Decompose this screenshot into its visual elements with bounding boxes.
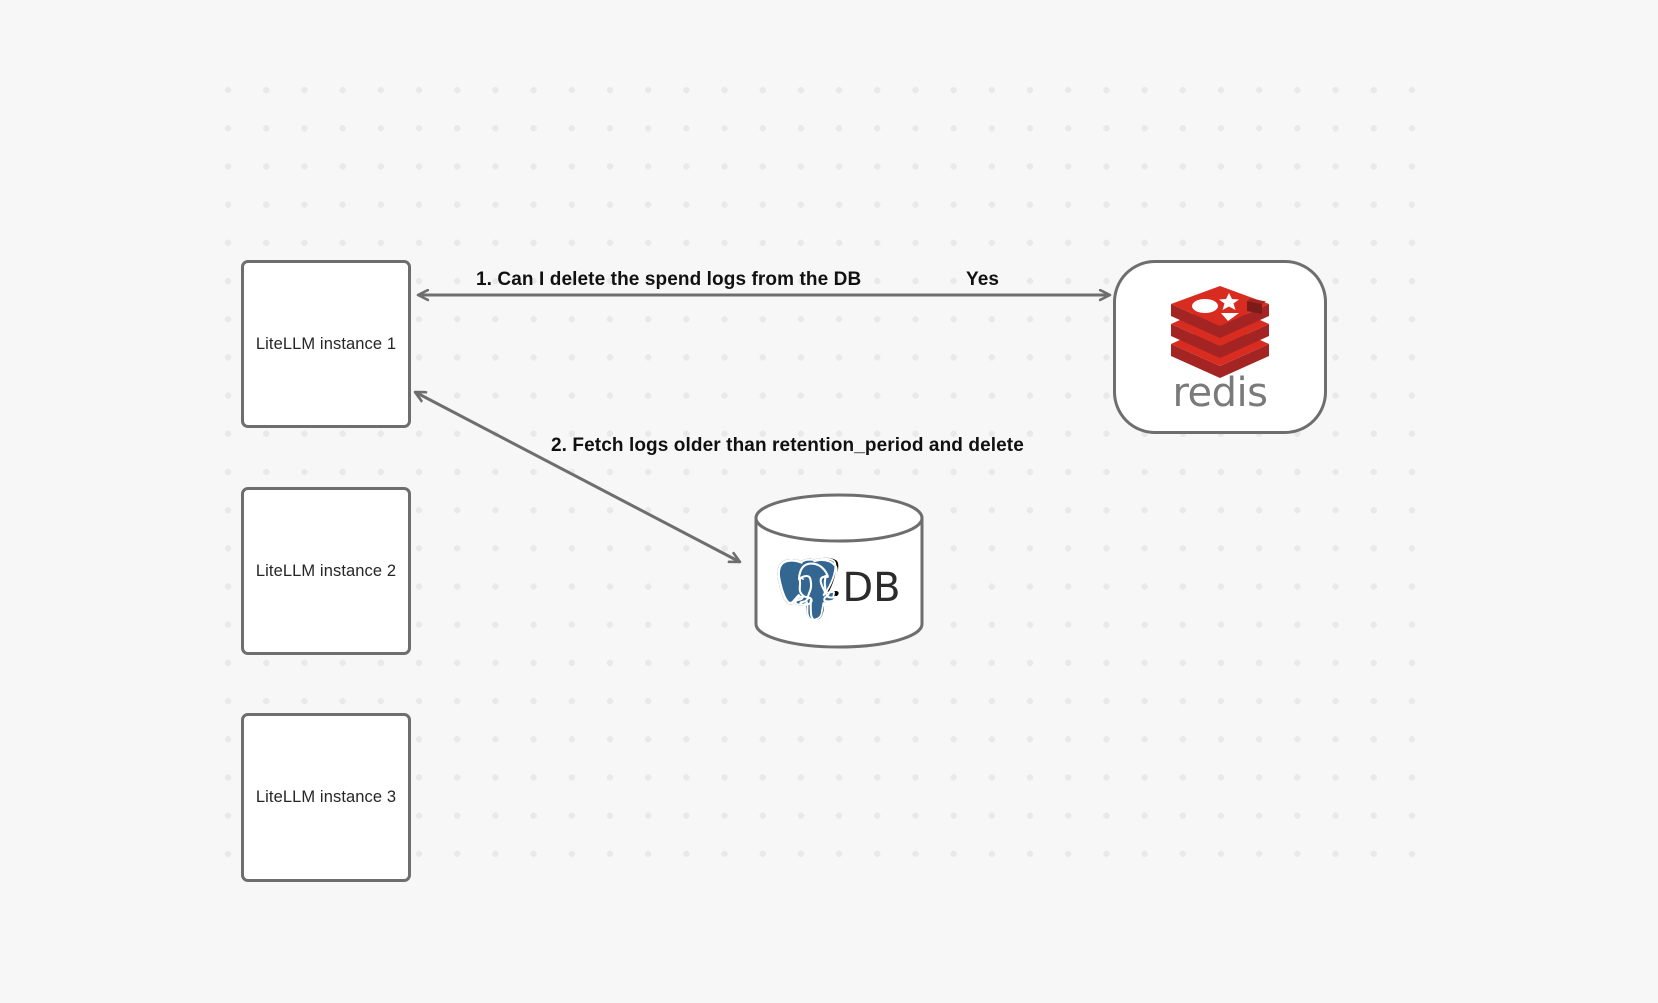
node-redis[interactable]: redis xyxy=(1113,260,1327,434)
redis-logo-icon xyxy=(1171,286,1269,378)
node-label-instance-2: LiteLLM instance 2 xyxy=(255,561,397,580)
edge-label-step-1-reply: Yes xyxy=(966,269,1000,290)
database-label: DB xyxy=(842,565,901,611)
node-litellm-instance-2[interactable]: LiteLLM instance 2 xyxy=(241,487,411,655)
edge-label-step-2: 2. Fetch logs older than retention_perio… xyxy=(551,435,1024,456)
redis-wordmark: redis xyxy=(1172,370,1268,416)
node-litellm-instance-3[interactable]: LiteLLM instance 3 xyxy=(241,713,411,882)
node-litellm-instance-1[interactable]: LiteLLM instance 1 xyxy=(241,260,411,428)
edge-label-step-1: 1. Can I delete the spend logs from the … xyxy=(476,269,862,290)
postgresql-elephant-icon xyxy=(777,557,839,620)
node-label-instance-1: LiteLLM instance 1 xyxy=(255,334,397,353)
database-content: DB xyxy=(753,538,925,638)
cylinder-shape-icon xyxy=(754,493,924,649)
node-label-instance-3: LiteLLM instance 3 xyxy=(255,788,397,806)
edge-instance1-db xyxy=(415,390,740,564)
node-database[interactable]: DB xyxy=(753,492,925,650)
